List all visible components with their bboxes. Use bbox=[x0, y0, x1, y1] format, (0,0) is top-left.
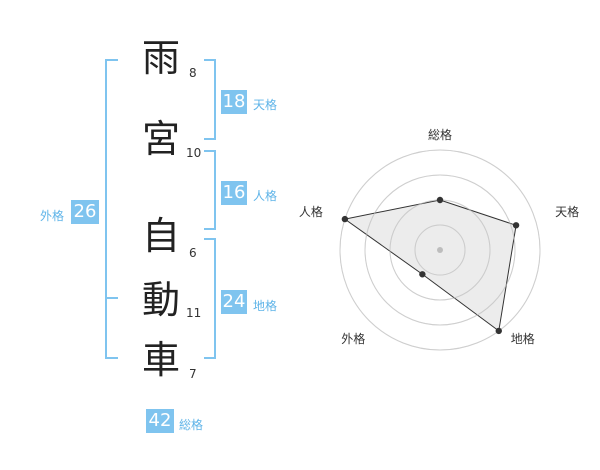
radar-axis-label-5: 人格 bbox=[299, 204, 323, 219]
tenkaku-label: 天格 bbox=[253, 98, 278, 112]
soukaku-value: 42 bbox=[146, 409, 174, 433]
name-char-3: 自 bbox=[141, 214, 180, 258]
stroke-count-1: 8 bbox=[189, 66, 197, 80]
radar-gridline-3 bbox=[364, 174, 516, 326]
radar-point-5 bbox=[341, 215, 349, 223]
radar-axis-label-1: 総格 bbox=[428, 127, 452, 142]
jinkaku-value: 16 bbox=[221, 181, 247, 205]
chikaku-label: 地格 bbox=[253, 299, 278, 313]
gaikaku-label: 外格 bbox=[40, 209, 65, 223]
jinkaku-bracket bbox=[204, 150, 216, 230]
name-char-1: 雨 bbox=[141, 36, 180, 80]
chikaku-bracket bbox=[204, 238, 216, 359]
radar-point-4 bbox=[419, 271, 426, 278]
chikaku-value: 24 bbox=[221, 290, 247, 314]
radar-gridline-4 bbox=[339, 149, 541, 351]
gaikaku-value: 26 bbox=[71, 200, 99, 224]
radar-point-2 bbox=[512, 222, 520, 229]
radar-axis-label-4: 外格 bbox=[341, 331, 365, 346]
name-char-4: 動 bbox=[141, 278, 180, 322]
radar-axis-label-3: 地格 bbox=[511, 331, 535, 346]
stroke-count-3: 6 bbox=[189, 246, 197, 260]
name-char-2: 宮 bbox=[141, 117, 180, 161]
tenkaku-bracket bbox=[204, 59, 216, 140]
jinkaku-label: 人格 bbox=[253, 189, 278, 203]
radar-axis-label-2: 天格 bbox=[555, 204, 579, 219]
radar-point-3 bbox=[495, 327, 502, 335]
tenkaku-value: 18 bbox=[221, 90, 247, 114]
radar-center-dot bbox=[437, 247, 443, 253]
soukaku-label: 総格 bbox=[179, 418, 204, 432]
stroke-count-4: 11 bbox=[186, 306, 202, 320]
radar-area bbox=[343, 199, 517, 332]
stroke-count-2: 10 bbox=[186, 146, 202, 160]
radar-gridline-1 bbox=[414, 224, 466, 276]
gaikaku-bracket bbox=[105, 59, 118, 359]
name-char-5: 車 bbox=[141, 338, 180, 382]
radar-point-1 bbox=[436, 196, 444, 204]
stroke-count-5: 7 bbox=[189, 367, 197, 381]
